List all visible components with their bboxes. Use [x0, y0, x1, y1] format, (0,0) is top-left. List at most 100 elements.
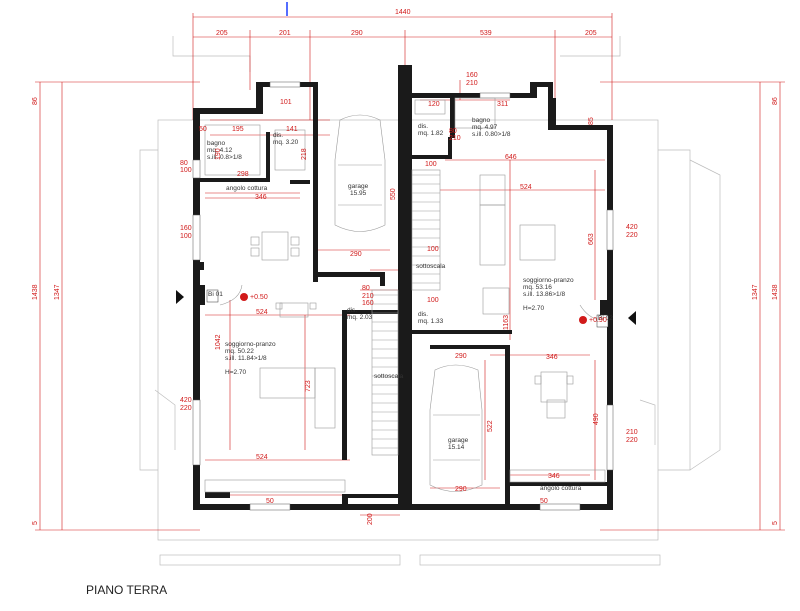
dim-label: 346: [546, 354, 558, 361]
room-area: mq. 4.12: [207, 147, 233, 154]
level-marker-icon: [240, 293, 248, 301]
dim-label: 346: [548, 473, 560, 480]
room-area: mq. 50.22: [225, 348, 254, 355]
dim-label: 646: [505, 154, 517, 161]
car-icon: [429, 364, 483, 492]
entrance-code: Bi 01: [208, 291, 223, 298]
dim-total-width: 1440: [395, 9, 411, 16]
room-name: angolo cottura: [540, 485, 582, 492]
dim-label: 220: [626, 437, 638, 444]
dim-label: 290: [350, 251, 362, 258]
room-name: angolo cottura: [226, 185, 268, 192]
dim-label: 80: [449, 128, 457, 135]
dim-label: 195: [232, 126, 244, 133]
dim-left-inner: 1347: [54, 284, 61, 300]
dim-label: 160: [180, 225, 192, 232]
room-name: bagno: [472, 117, 490, 124]
room-name: soggiorno-pranzo: [225, 341, 276, 348]
dim-label: 160: [466, 72, 478, 79]
room-name: dis.: [418, 123, 428, 130]
room-area: 15.14: [448, 444, 465, 451]
room-height: H=2.70: [225, 369, 247, 376]
room-area: mq. 53.16: [523, 284, 552, 291]
room-name: bagno: [207, 140, 225, 147]
room-name: garage: [348, 183, 369, 190]
dim-label: 160: [362, 300, 374, 307]
room-name: soggiorno-pranzo: [523, 277, 574, 284]
entrance-arrow-icon: [176, 290, 184, 304]
dim-label: 420: [180, 397, 192, 404]
dim-left-height: 1438: [32, 284, 39, 300]
dim-label: 80: [362, 285, 370, 292]
dim-label: 85: [588, 117, 595, 125]
dim-label: 5: [772, 521, 779, 525]
dim-label: 298: [237, 171, 249, 178]
dim-label: 290: [455, 353, 467, 360]
room-extra: s.ill. 0.80>1/8: [472, 131, 511, 138]
dim-top-2: 201: [279, 30, 291, 37]
dim-label: 210: [362, 293, 374, 300]
dim-top-4: 539: [480, 30, 492, 37]
right-unit: dis. mq. 1.82 bagno mq. 4.97 s.ill. 0.80…: [416, 117, 613, 492]
dim-right-height: 1438: [772, 284, 779, 300]
dim-label: 524: [256, 454, 268, 461]
dim-top-3: 290: [351, 30, 363, 37]
dim-label: 50: [540, 498, 548, 505]
dim-label: 290: [455, 486, 467, 493]
left-unit: bagno mq. 4.12 s.ill. 0.8>1/8 dis. mq. 3…: [207, 132, 404, 380]
room-name: dis.: [273, 132, 283, 139]
dim-label: 220: [626, 232, 638, 239]
stairs: [371, 169, 441, 456]
dim-label: 100: [425, 161, 437, 168]
dim-label: 50: [199, 126, 207, 133]
room-area: mq. 1.82: [418, 130, 444, 137]
dim-label: 1042: [215, 334, 222, 350]
dim-top-5: 205: [585, 30, 597, 37]
room-area: mq. 2.03: [347, 314, 373, 321]
dim-label: 101: [280, 99, 292, 106]
dim-label: 100: [427, 246, 439, 253]
room-area: 15.95: [350, 190, 367, 197]
dim-label: 200: [367, 513, 374, 525]
dim-label: 311: [497, 101, 508, 108]
furniture: [204, 97, 606, 493]
car-icon: [334, 114, 386, 232]
dim-label: 723: [305, 380, 312, 392]
room-name: dis.: [418, 311, 428, 318]
room-name: garage: [448, 437, 469, 444]
dim-right-inner: 1347: [752, 284, 759, 300]
dim-label: 141: [286, 126, 298, 133]
dim-label: 1163: [503, 315, 510, 330]
room-extra: s.ill. 11.84>1/8: [225, 355, 267, 362]
room-area: mq. 3.20: [273, 139, 299, 146]
walls: [193, 65, 613, 510]
entrance-code: Bi 02: [598, 315, 613, 322]
dim-label: 120: [428, 101, 440, 108]
level-value: +0.50: [250, 294, 268, 301]
dim-label: 100: [427, 297, 439, 304]
page-title: PIANO TERRA: [86, 583, 167, 597]
dim-label: 524: [256, 309, 268, 316]
level-value: +0.90: [589, 317, 607, 324]
dim-label: 100: [180, 233, 192, 240]
dim-label: 80: [180, 160, 188, 167]
room-extra: s.ill. 13.86>1/8: [523, 291, 565, 298]
room-name: sottoscala: [374, 373, 404, 380]
room-height: H=2.70: [523, 305, 545, 312]
dim-label: 220: [180, 405, 192, 412]
dim-top-1: 205: [216, 30, 228, 37]
dim-label: 100: [180, 167, 192, 174]
room-extra: s.ill. 0.8>1/8: [207, 154, 242, 161]
dim-label: 50: [266, 498, 274, 505]
room-area: mq. 1.33: [418, 318, 444, 325]
entrance-markers: [176, 284, 636, 328]
dim-label: 218: [301, 148, 308, 160]
room-area: mq. 4.97: [472, 124, 498, 131]
dim-label: 5: [32, 521, 39, 525]
dimension-labels: 86 86 5 5 101 195 141 50 218 190 298 346…: [32, 72, 779, 525]
room-name: dis.: [347, 307, 357, 314]
dim-label: 210: [466, 80, 478, 87]
dim-label: 190: [215, 148, 222, 160]
dim-label: 663: [588, 233, 595, 245]
